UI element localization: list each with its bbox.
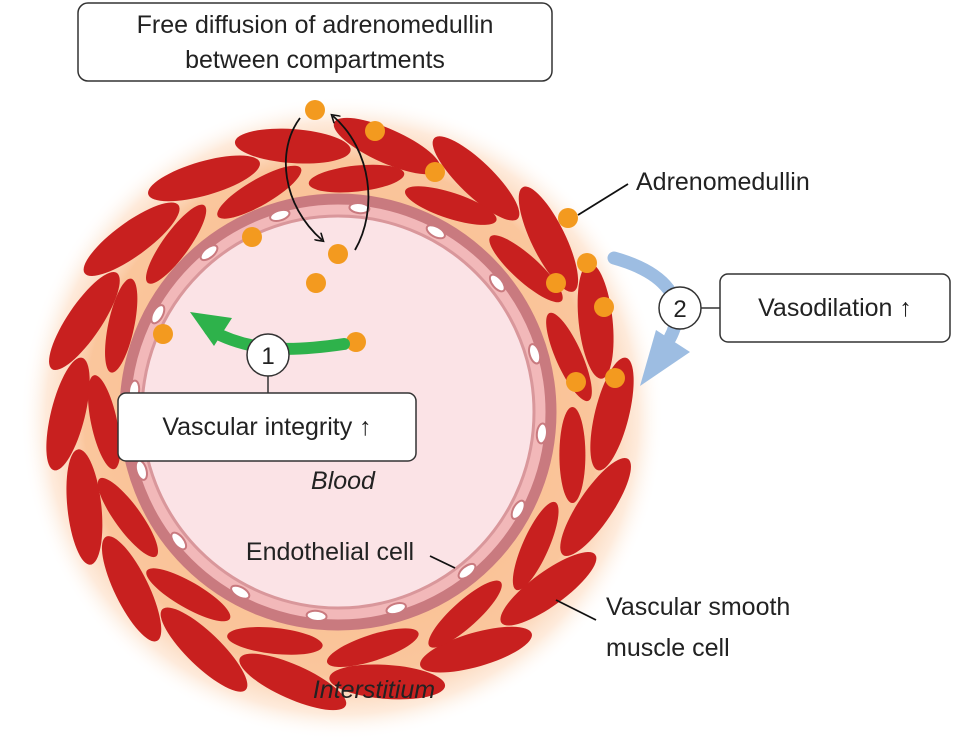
diffusion-label-line2: between compartments	[185, 46, 445, 74]
adrenomedullin-dot	[566, 372, 586, 392]
smooth-muscle-cell	[500, 552, 597, 626]
endothelial-nucleus	[230, 584, 251, 600]
smooth-muscle-cell	[329, 664, 446, 700]
step2-circle	[658, 286, 702, 330]
endothelial-nucleus	[535, 422, 548, 445]
endothelial-cell-leader	[429, 555, 456, 569]
vascular-integrity-box	[117, 392, 417, 462]
vascular-integrity-label: Vascular integrity ↑	[162, 413, 371, 441]
adrenomedullin-leader	[577, 183, 629, 216]
endothelial-nucleus	[488, 273, 506, 293]
smooth-muscle-cell	[404, 186, 497, 225]
adrenomedullin-dot	[242, 227, 262, 247]
smooth-muscle-cell	[66, 449, 103, 565]
smooth-muscle-cell	[420, 626, 532, 673]
diffusion-label-box	[77, 2, 553, 82]
endothelial-nucleus	[269, 208, 291, 222]
blood-label: Blood	[311, 467, 376, 495]
smooth-muscle-cell	[560, 457, 631, 557]
smooth-muscle-cell	[145, 204, 207, 284]
smooth-muscle-cell	[577, 263, 614, 379]
smooth-muscle-cell	[105, 278, 138, 373]
adrenomedullin-dot	[605, 368, 625, 388]
vasodilation-box	[719, 273, 951, 343]
endothelial-nucleus	[457, 562, 477, 580]
adrenomedullin-dot	[558, 208, 578, 228]
smooth-muscle-cell	[227, 627, 323, 655]
adrenomedullin-dot	[425, 162, 445, 182]
adrenomedullin-dot	[594, 297, 614, 317]
adrenomedullin-dot	[365, 121, 385, 141]
endothelial-nucleus	[385, 602, 407, 616]
endothelial-nucleus	[425, 224, 446, 240]
smooth-muscle-cell	[217, 165, 302, 219]
endothelial-nucleus	[348, 202, 371, 215]
adrenomedullin-dot	[577, 253, 597, 273]
endothelial-cell-label: Endothelial cell	[246, 538, 414, 566]
smooth-muscle-leader	[555, 599, 597, 621]
adrenomedullin-dot	[346, 332, 366, 352]
vasodilation-arrowhead	[640, 330, 690, 386]
endothelial-nucleus	[305, 609, 328, 622]
adrenomedullin-dot	[153, 324, 173, 344]
smooth-muscle-cell	[518, 186, 579, 292]
smooth-muscle-label-line1: Vascular smooth	[606, 593, 790, 621]
smooth-muscle-cell	[234, 128, 351, 164]
smooth-muscle-cell	[160, 607, 248, 692]
step1-circle	[246, 333, 290, 377]
smooth-muscle-cell	[559, 407, 586, 503]
smooth-muscle-cell	[239, 653, 347, 711]
smooth-muscle-cell	[87, 375, 121, 470]
step1-number: 1	[261, 343, 274, 370]
smooth-muscle-cell	[97, 477, 159, 558]
adrenomedullin-dot	[328, 244, 348, 264]
endothelial-nucleus	[170, 531, 188, 551]
smooth-muscle-cell	[146, 568, 231, 622]
diffusion-label-line1: Free diffusion of adrenomedullin	[137, 11, 494, 39]
smooth-muscle-cell	[512, 501, 559, 591]
smooth-muscle-cell	[432, 136, 520, 221]
endothelial-nucleus	[199, 244, 219, 262]
adrenomedullin-dot	[306, 273, 326, 293]
smooth-muscle-cell	[46, 357, 90, 471]
diffusion-arrow-up	[333, 116, 370, 251]
endothelial-nucleus	[150, 304, 166, 325]
smooth-muscle-cell	[83, 202, 180, 276]
smooth-muscle-label-line2: muscle cell	[606, 634, 730, 662]
smooth-muscle-cell	[101, 536, 162, 642]
smooth-muscle-ring	[46, 117, 634, 711]
adrenomedullin-dot	[546, 273, 566, 293]
smooth-muscle-cell	[308, 164, 405, 193]
smooth-muscle-cell	[428, 580, 502, 648]
vascular-integrity-arrowhead	[190, 312, 232, 346]
adrenomedullin-dot	[305, 100, 325, 120]
endothelial-nucleus	[528, 343, 542, 365]
step2-number: 2	[673, 296, 686, 323]
adrenomedullin-particles	[153, 100, 625, 392]
diffusion-arrow-down	[284, 117, 322, 240]
endothelial-nucleus	[510, 499, 526, 520]
smooth-muscle-cell	[590, 357, 634, 471]
smooth-muscle-cell	[49, 271, 120, 371]
smooth-muscle-cell	[148, 155, 260, 202]
adrenomedullin-label: Adrenomedullin	[636, 168, 810, 196]
smooth-muscle-cell	[489, 235, 563, 303]
smooth-muscle-cell	[326, 628, 419, 668]
interstitium-label: Interstitium	[313, 676, 435, 704]
smooth-muscle-cell	[333, 117, 441, 175]
vasodilation-label: Vasodilation ↑	[758, 294, 912, 322]
